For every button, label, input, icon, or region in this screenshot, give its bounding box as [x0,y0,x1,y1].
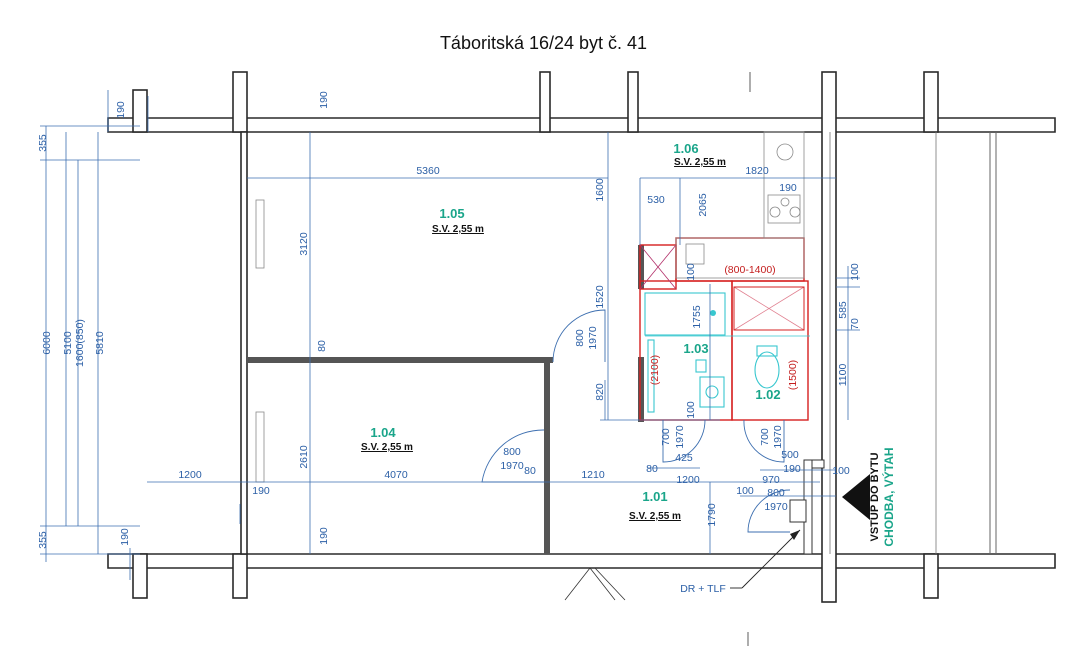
dimension-lines [40,90,860,580]
dim-label: 1970 [674,425,686,449]
dim-label: 80 [646,463,658,475]
dim-label: 800 [767,487,785,499]
dim-label: 1970 [500,460,524,472]
wc-height-label: (1500) [787,360,799,390]
partition-walls [247,245,825,555]
dim-label: 1970 [772,425,784,449]
dim-label: 800 [574,329,586,347]
dim-label: 190 [252,485,270,497]
dim-label: 190 [783,463,801,475]
dim-label: 2610 [298,445,310,469]
dim-label: 190 [779,182,797,194]
dim-label: 3120 [298,232,310,256]
room-1-06-height: S.V. 2,55 m [674,157,726,168]
dim-label: 500 [781,449,799,461]
dim-label: 190 [318,527,330,545]
dim-label: 100 [832,465,850,477]
dim-label: 6000 [41,331,53,355]
kitchen-unit [675,131,805,279]
room-1-03-number: 1.03 [683,341,708,356]
dimension-labels: 190 190 6000 5100 1600(850) 5810 355 355… [37,91,861,549]
dim-label: 355 [37,134,49,152]
red-labels: (800-1400) (2100) (1500) [649,264,799,390]
dim-label: 5360 [416,165,440,177]
dim-label: 1200 [178,469,202,481]
entrance-line-1: VSTUP DO BYTU [869,452,881,541]
dim-label: 1970 [764,501,788,513]
room-1-04-number: 1.04 [370,425,396,440]
dim-label: 100 [685,401,697,419]
entrance-label: VSTUP DO BYTU CHODBA, VÝTAH [869,447,896,546]
dim-label: 1820 [745,165,769,177]
dim-label: 80 [524,465,536,477]
room-1-05-height: S.V. 2,55 m [432,224,484,235]
dim-label: 5810 [94,331,106,355]
dim-label: 530 [647,194,665,206]
callout-leader [730,529,801,589]
entrance-line-2: CHODBA, VÝTAH [881,447,896,546]
dim-label: 100 [849,263,861,281]
dim-label: 1600 [594,178,606,202]
dim-label: 100 [736,485,754,497]
room-labels: 1.05 S.V. 2,55 m 1.06 S.V. 2,55 m 1.04 S… [361,141,781,522]
radiators [255,199,265,483]
dim-label: 1600(850) [74,319,86,367]
room-1-04-height: S.V. 2,55 m [361,442,413,453]
dim-label: 80 [316,340,328,352]
dim-label: 1210 [581,469,605,481]
dim-label: 4070 [384,469,408,481]
dim-label: 970 [762,474,780,486]
room-1-01-number: 1.01 [642,489,667,504]
dim-label: 100 [685,263,697,281]
dim-label: 355 [37,531,49,549]
dim-label: 190 [119,528,131,546]
dim-label: 190 [318,91,330,109]
dim-label: 800 [503,446,521,458]
dim-label: 820 [594,383,606,401]
dim-label: 1200 [676,474,700,486]
entrance-arrow-icon [842,474,870,520]
dim-label: 70 [849,318,861,330]
dim-label: 1790 [706,503,718,527]
dim-label: 190 [115,101,127,119]
room-1-02-number: 1.02 [755,387,780,402]
dim-label: 2065 [697,193,709,217]
dim-label: 5100 [62,331,74,355]
dim-label: 425 [675,452,693,464]
dim-label: 700 [759,428,771,446]
dim-label: 1100 [837,364,849,387]
dr-tlf-callout: DR + TLF [680,583,726,595]
room-1-05-number: 1.05 [439,206,464,221]
sanitary-fixtures [644,292,810,413]
dim-label: 585 [837,301,849,319]
room-1-01-height: S.V. 2,55 m [629,511,681,522]
drawing-title: Táboritská 16/24 byt č. 41 [439,33,648,53]
door-swings [481,309,791,533]
kitchen-height-label: (800-1400) [724,264,775,276]
dim-label: 1520 [594,285,606,309]
bath-height-label: (2100) [649,355,661,385]
outer-walls [107,71,1056,646]
dim-label: 1755 [691,305,703,329]
room-1-06-number: 1.06 [673,141,698,156]
dim-label: 1970 [587,326,599,350]
dim-label: 700 [660,428,672,446]
